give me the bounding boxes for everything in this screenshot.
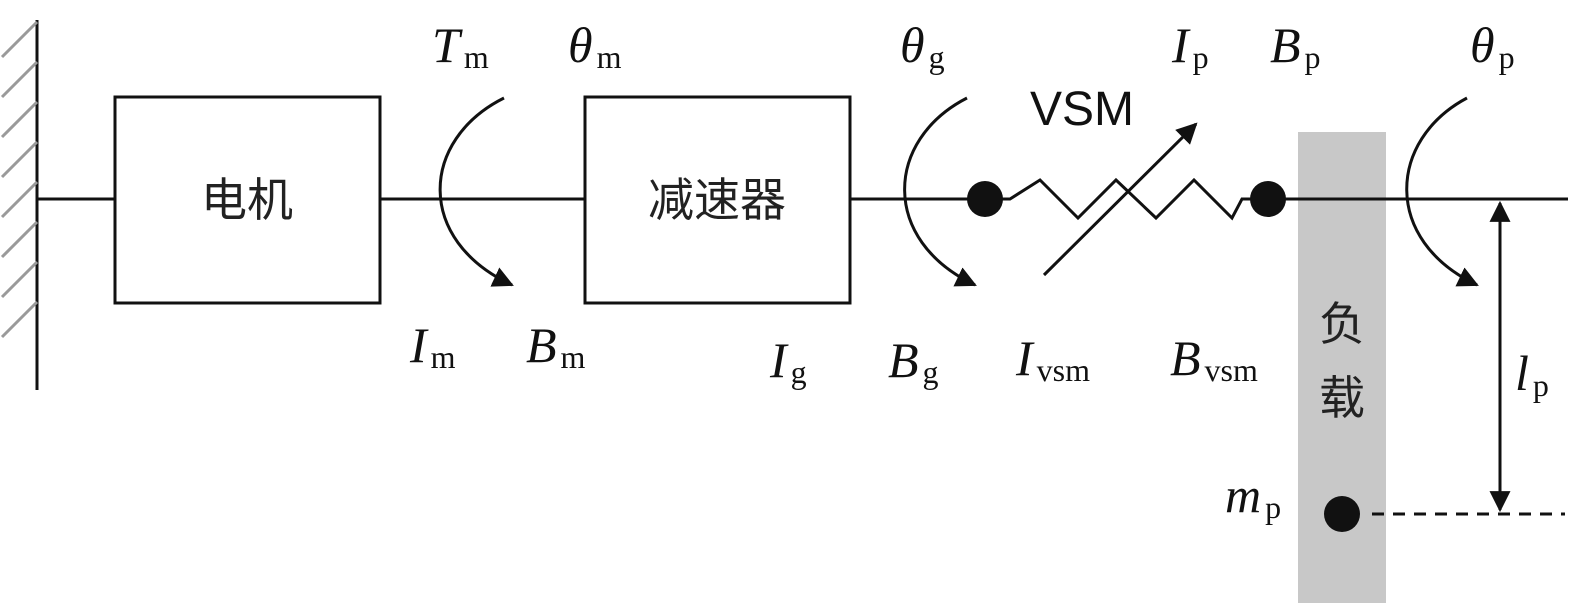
- svg-text:负载: 负载: [1319, 297, 1365, 425]
- load-label-char: 载: [1319, 371, 1365, 425]
- reducer-block: 减速器: [583, 95, 852, 305]
- load-mass-point: [1324, 496, 1360, 532]
- load-label-char: 负: [1319, 297, 1365, 351]
- reducer-rotation-arrow: [903, 96, 977, 287]
- vsm-label: VSM: [1030, 83, 1134, 136]
- vsm-spring: [967, 122, 1286, 277]
- load-rotation-arrow: [1405, 96, 1479, 287]
- motor-label: 电机: [201, 173, 293, 227]
- load-bar: [1298, 132, 1386, 603]
- reducer-label: 减速器: [648, 173, 786, 227]
- load-label: 负载: [1319, 297, 1365, 425]
- vsm-right-node: [1250, 181, 1286, 217]
- vsm-adjust-arrow: [1042, 122, 1198, 277]
- fixed-wall: [0, 20, 39, 390]
- motor-block: 电机: [113, 95, 382, 305]
- motor-rotation-arrow: [438, 96, 514, 287]
- vsm-left-node: [967, 181, 1003, 217]
